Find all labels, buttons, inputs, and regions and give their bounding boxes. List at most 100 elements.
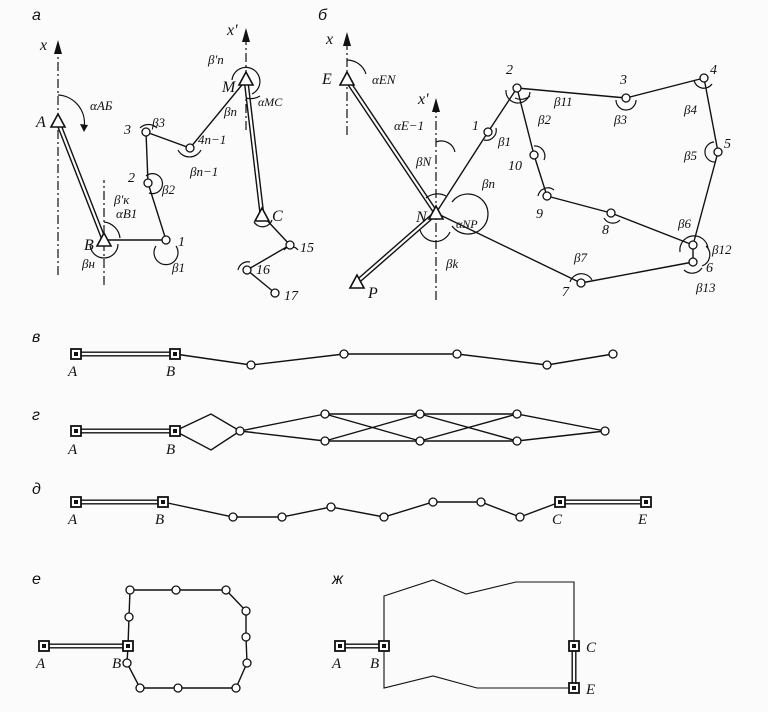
angle-arc-b13 bbox=[683, 267, 703, 274]
point-6 bbox=[688, 257, 698, 267]
panel-d: д A B C E bbox=[32, 481, 652, 528]
v-label-A: A bbox=[67, 364, 78, 380]
label-b3: β3 bbox=[613, 112, 627, 127]
label-b1: β1 bbox=[497, 134, 511, 149]
panel-b: б x x' bbox=[318, 7, 732, 302]
d-point bbox=[428, 497, 438, 507]
label-N: N bbox=[415, 209, 428, 226]
label-aEN: αEN bbox=[372, 72, 397, 87]
label-7: 7 bbox=[562, 285, 570, 300]
label-b6: β6 bbox=[677, 216, 691, 231]
panel-zh-letter: ж bbox=[331, 571, 344, 588]
panel-e-letter: е bbox=[32, 571, 41, 588]
angle-arc-9 bbox=[537, 187, 555, 197]
point-10 bbox=[529, 150, 539, 160]
e-point bbox=[122, 658, 132, 668]
label-bk: βk bbox=[445, 256, 458, 271]
e-point bbox=[231, 683, 241, 693]
label-aNP: αNP bbox=[456, 217, 478, 231]
v-point bbox=[608, 349, 618, 359]
angle-arc-bn bbox=[451, 193, 489, 235]
label-b2: β2 bbox=[537, 112, 551, 127]
label-b1: β1 bbox=[171, 260, 185, 275]
e-point bbox=[241, 606, 251, 616]
point-3 bbox=[141, 127, 151, 137]
d-label-E: E bbox=[637, 512, 647, 528]
g-point bbox=[320, 409, 330, 419]
e-point bbox=[241, 632, 251, 642]
label-b2: β2 bbox=[161, 182, 175, 197]
label-A: A bbox=[35, 114, 46, 131]
angle-arc-bnp bbox=[231, 66, 261, 95]
point-8 bbox=[606, 208, 616, 218]
d-label-C: C bbox=[552, 512, 563, 528]
panel-b-letter: б bbox=[318, 7, 328, 24]
angle-arc-aE1 bbox=[435, 140, 456, 153]
point-5 bbox=[713, 147, 723, 157]
v-point bbox=[542, 360, 552, 370]
point-4 bbox=[185, 143, 195, 153]
angle-arc-b3 bbox=[615, 99, 637, 111]
panel-e: е A B bbox=[32, 571, 252, 693]
point-M-triangle bbox=[237, 70, 255, 86]
d-point bbox=[228, 512, 238, 522]
point-3 bbox=[621, 93, 631, 103]
label-E: E bbox=[321, 71, 332, 88]
angle-arc-b2 bbox=[145, 173, 164, 195]
label-b5: β5 bbox=[683, 148, 697, 163]
d-label-B: B bbox=[155, 512, 164, 528]
d-label-A: A bbox=[67, 512, 78, 528]
zh-label-B: B bbox=[370, 656, 379, 672]
label-C: C bbox=[272, 208, 283, 225]
label-b12: β12 bbox=[711, 242, 732, 257]
g-point bbox=[320, 436, 330, 446]
label-17: 17 bbox=[284, 289, 299, 304]
label-2: 2 bbox=[128, 171, 135, 186]
point-15 bbox=[285, 240, 295, 250]
angle-arc-bk bbox=[419, 229, 451, 243]
label-bnp: β'n bbox=[207, 52, 224, 67]
g-label-B: B bbox=[166, 442, 175, 458]
label-1: 1 bbox=[178, 235, 185, 250]
angle-arc-b1 bbox=[483, 127, 497, 141]
angle-arc-b3 bbox=[139, 123, 158, 129]
xprime-axis-arrow bbox=[242, 28, 250, 42]
point-1 bbox=[483, 127, 493, 137]
label-bN: βN bbox=[415, 154, 432, 169]
e-point bbox=[171, 585, 181, 595]
e-point bbox=[221, 585, 231, 595]
zh-label-A: A bbox=[331, 656, 342, 672]
label-3: 3 bbox=[619, 73, 627, 88]
g-point bbox=[512, 436, 522, 446]
d-point bbox=[277, 512, 287, 522]
zh-traverse-lower bbox=[383, 646, 574, 689]
point-17 bbox=[270, 288, 280, 298]
label-aE1: αE−1 bbox=[394, 118, 424, 133]
point-B-triangle bbox=[95, 231, 113, 247]
x-axis-arrow bbox=[54, 40, 62, 54]
label-bn: βn bbox=[223, 104, 237, 119]
angle-arc-aB1 bbox=[103, 221, 121, 239]
x-axis-label: x bbox=[39, 37, 47, 54]
label-P: P bbox=[367, 285, 378, 302]
label-b4: β4 bbox=[683, 102, 697, 117]
xprime-axis-label-b: x' bbox=[417, 91, 429, 108]
panel-v-letter: в bbox=[32, 329, 40, 346]
d-point bbox=[379, 512, 389, 522]
label-aMC: αMC bbox=[258, 95, 283, 109]
angle-arc-bN bbox=[89, 243, 119, 259]
label-b11: β11 bbox=[553, 94, 573, 109]
panel-d-letter: д bbox=[32, 481, 41, 498]
label-bN: βн bbox=[81, 256, 95, 271]
zh-label-C: C bbox=[586, 640, 597, 656]
label-M: M bbox=[221, 79, 237, 96]
d-point bbox=[515, 512, 525, 522]
traverse-line bbox=[104, 79, 247, 241]
e-label-A: A bbox=[35, 656, 46, 672]
point-P-triangle bbox=[348, 273, 366, 289]
point-9 bbox=[542, 191, 552, 201]
e-closed-traverse bbox=[126, 589, 248, 689]
g-point bbox=[415, 409, 425, 419]
